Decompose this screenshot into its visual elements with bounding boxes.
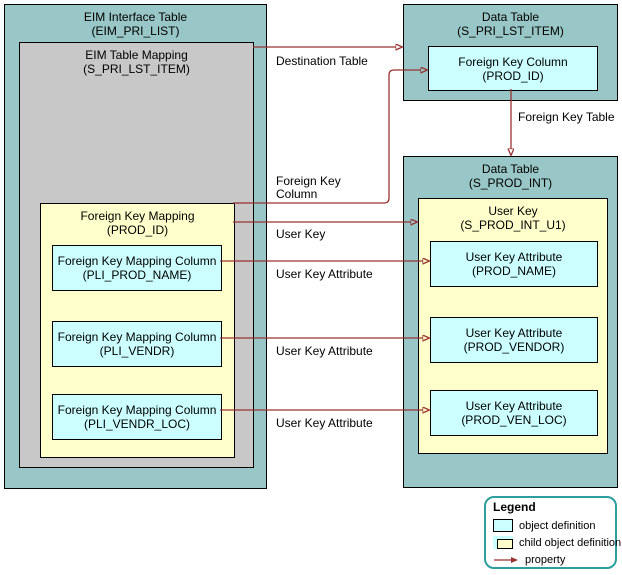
foreign-key-column-box: Foreign Key Column (PROD_ID): [428, 46, 598, 91]
eim-table-mapping-box: EIM Table Mapping (S_PRI_LST_ITEM) Forei…: [19, 42, 254, 468]
user-key-attribute-1-arrow-label: User Key Attribute: [276, 267, 373, 281]
legend-item-property: property: [493, 553, 611, 566]
fk-mapping-column-2-box: Foreign Key Mapping Column (PLI_VENDR): [52, 321, 222, 367]
user-key-title-line2: (S_PROD_INT_U1): [460, 218, 566, 232]
user-key-attribute-1-box: User Key Attribute (PROD_NAME): [430, 241, 598, 287]
foreign-key-column-title: Foreign Key Column: [458, 54, 568, 69]
user-key-attribute-1-subtitle: (PROD_NAME): [471, 264, 556, 278]
foreign-key-mapping-title: Foreign Key Mapping (PROD_ID): [41, 209, 234, 237]
user-key-title: User Key (S_PROD_INT_U1): [419, 204, 607, 232]
foreign-key-column-subtitle: (PROD_ID): [482, 68, 544, 83]
eim-table-mapping-title-line2: (S_PRI_LST_ITEM): [83, 62, 190, 76]
foreign-key-column-arrow-label: Foreign Key Column: [276, 174, 341, 201]
fk-mapping-column-1-title: Foreign Key Mapping Column: [57, 254, 217, 268]
user-key-attribute-3-arrow-label: User Key Attribute: [276, 416, 373, 430]
eim-interface-table-title: EIM Interface Table (EIM_PRI_LIST): [5, 10, 266, 38]
user-key-box: User Key (S_PROD_INT_U1) User Key Attrib…: [418, 198, 608, 454]
data-table-bottom-box: Data Table (S_PROD_INT) User Key (S_PROD…: [403, 156, 618, 488]
child-object-definition-swatch-inner: [497, 539, 513, 549]
user-key-attribute-2-box: User Key Attribute (PROD_VENDOR): [430, 317, 598, 363]
data-table-bottom-title-line2: (S_PROD_INT): [468, 176, 553, 190]
legend-item-label: object definition: [519, 519, 596, 532]
data-table-top-title-line2: (S_PRI_LST_ITEM): [457, 24, 564, 38]
user-key-attribute-1-title: User Key Attribute: [465, 250, 563, 264]
fk-mapping-column-2-title: Foreign Key Mapping Column: [57, 330, 217, 344]
property-arrow-icon: [494, 556, 518, 563]
child-object-definition-swatch-icon: [493, 536, 513, 549]
eim-interface-table-box: EIM Interface Table (EIM_PRI_LIST) EIM T…: [4, 4, 267, 489]
data-table-bottom-title-line1: Data Table: [481, 162, 540, 176]
foreign-key-mapping-title-line1: Foreign Key Mapping: [80, 209, 195, 223]
legend-item-child-object-definition: child object definition: [493, 536, 621, 549]
fk-mapping-column-1-subtitle: (PLI_PROD_NAME): [82, 268, 192, 282]
legend-item-object-definition: object definition: [493, 519, 611, 532]
legend: Legend object definition child object de…: [484, 496, 621, 569]
user-key-attribute-3-box: User Key Attribute (PROD_VEN_LOC): [430, 390, 598, 436]
object-definition-swatch-icon: [493, 519, 513, 532]
user-key-title-line1: User Key: [488, 204, 538, 218]
legend-title: Legend: [493, 500, 536, 514]
data-table-bottom-title: Data Table (S_PROD_INT): [404, 162, 617, 190]
user-key-attribute-3-subtitle: (PROD_VEN_LOC): [461, 413, 567, 427]
foreign-key-table-arrow-label: Foreign Key Table: [518, 110, 615, 124]
user-key-attribute-2-subtitle: (PROD_VENDOR): [463, 340, 565, 354]
user-key-attribute-2-arrow-label: User Key Attribute: [276, 344, 373, 358]
fk-mapping-column-2-subtitle: (PLI_VENDR): [99, 344, 175, 358]
eim-interface-table-title-line2: (EIM_PRI_LIST): [91, 24, 180, 38]
eim-table-mapping-title: EIM Table Mapping (S_PRI_LST_ITEM): [20, 48, 253, 76]
foreign-key-mapping-box: Foreign Key Mapping (PROD_ID) Foreign Ke…: [40, 203, 235, 458]
data-table-top-title-line1: Data Table: [481, 10, 540, 24]
user-key-attribute-2-title: User Key Attribute: [465, 326, 563, 340]
data-table-top-title: Data Table (S_PRI_LST_ITEM): [404, 10, 617, 38]
legend-item-label: property: [525, 553, 566, 566]
destination-table-arrow-label: Destination Table: [276, 54, 368, 68]
foreign-key-mapping-title-line2: (PROD_ID): [106, 223, 169, 237]
fk-mapping-column-3-subtitle: (PLI_VENDR_LOC): [83, 417, 191, 431]
legend-item-label: child object definition: [519, 536, 622, 549]
fk-mapping-column-3-title: Foreign Key Mapping Column: [57, 403, 217, 417]
fk-mapping-column-1-box: Foreign Key Mapping Column (PLI_PROD_NAM…: [52, 245, 222, 291]
fk-mapping-column-3-box: Foreign Key Mapping Column (PLI_VENDR_LO…: [52, 394, 222, 440]
user-key-attribute-3-title: User Key Attribute: [465, 399, 563, 413]
user-key-arrow-label: User Key: [276, 227, 326, 241]
eim-interface-table-title-line1: EIM Interface Table: [83, 10, 188, 24]
eim-table-mapping-title-line1: EIM Table Mapping: [85, 48, 188, 62]
data-table-top-box: Data Table (S_PRI_LST_ITEM) Foreign Key …: [403, 4, 618, 101]
